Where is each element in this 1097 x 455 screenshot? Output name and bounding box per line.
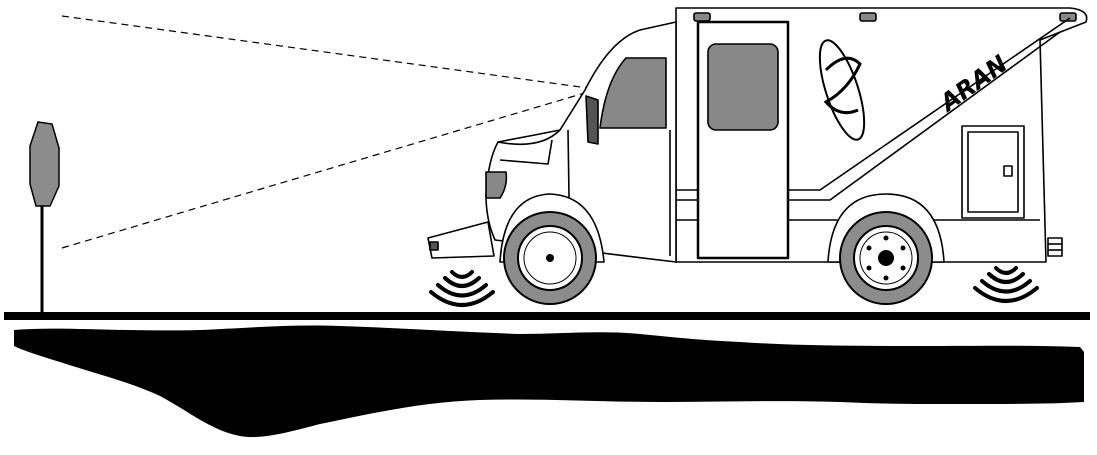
front-wheel bbox=[504, 212, 596, 304]
compartment-latch bbox=[1004, 166, 1012, 176]
rear-sensor-wave-2 bbox=[989, 274, 1023, 282]
front-hub bbox=[546, 254, 554, 262]
lug-nut bbox=[884, 276, 889, 281]
front-sensor-wave-1 bbox=[452, 272, 472, 277]
road-surface bbox=[4, 312, 1090, 320]
rear-wheel bbox=[840, 212, 932, 304]
side-door-window bbox=[708, 44, 778, 130]
front-bumper bbox=[428, 222, 494, 258]
lug-nut bbox=[901, 246, 906, 251]
front-sensor-wave-2 bbox=[445, 278, 479, 286]
camera-view-upper-line bbox=[62, 16, 588, 88]
sign-plate bbox=[30, 122, 59, 206]
rear-compartment-door bbox=[962, 126, 1024, 218]
roof-light bbox=[860, 13, 876, 21]
sound-wave-icon bbox=[431, 272, 493, 305]
sound-wave-icon bbox=[975, 268, 1037, 301]
roof-light bbox=[694, 13, 710, 21]
rear-light bbox=[1048, 238, 1062, 256]
lug-nut bbox=[867, 246, 872, 251]
turn-signal bbox=[430, 242, 438, 250]
rear-hub bbox=[878, 250, 894, 266]
lug-nut bbox=[867, 266, 872, 271]
rear-sensor-wave-1 bbox=[996, 268, 1016, 273]
lug-nut bbox=[901, 266, 906, 271]
subsurface-profile bbox=[14, 325, 1084, 437]
side-mirror bbox=[586, 96, 598, 144]
lug-nut bbox=[884, 236, 889, 241]
road-sign-icon bbox=[30, 122, 59, 314]
